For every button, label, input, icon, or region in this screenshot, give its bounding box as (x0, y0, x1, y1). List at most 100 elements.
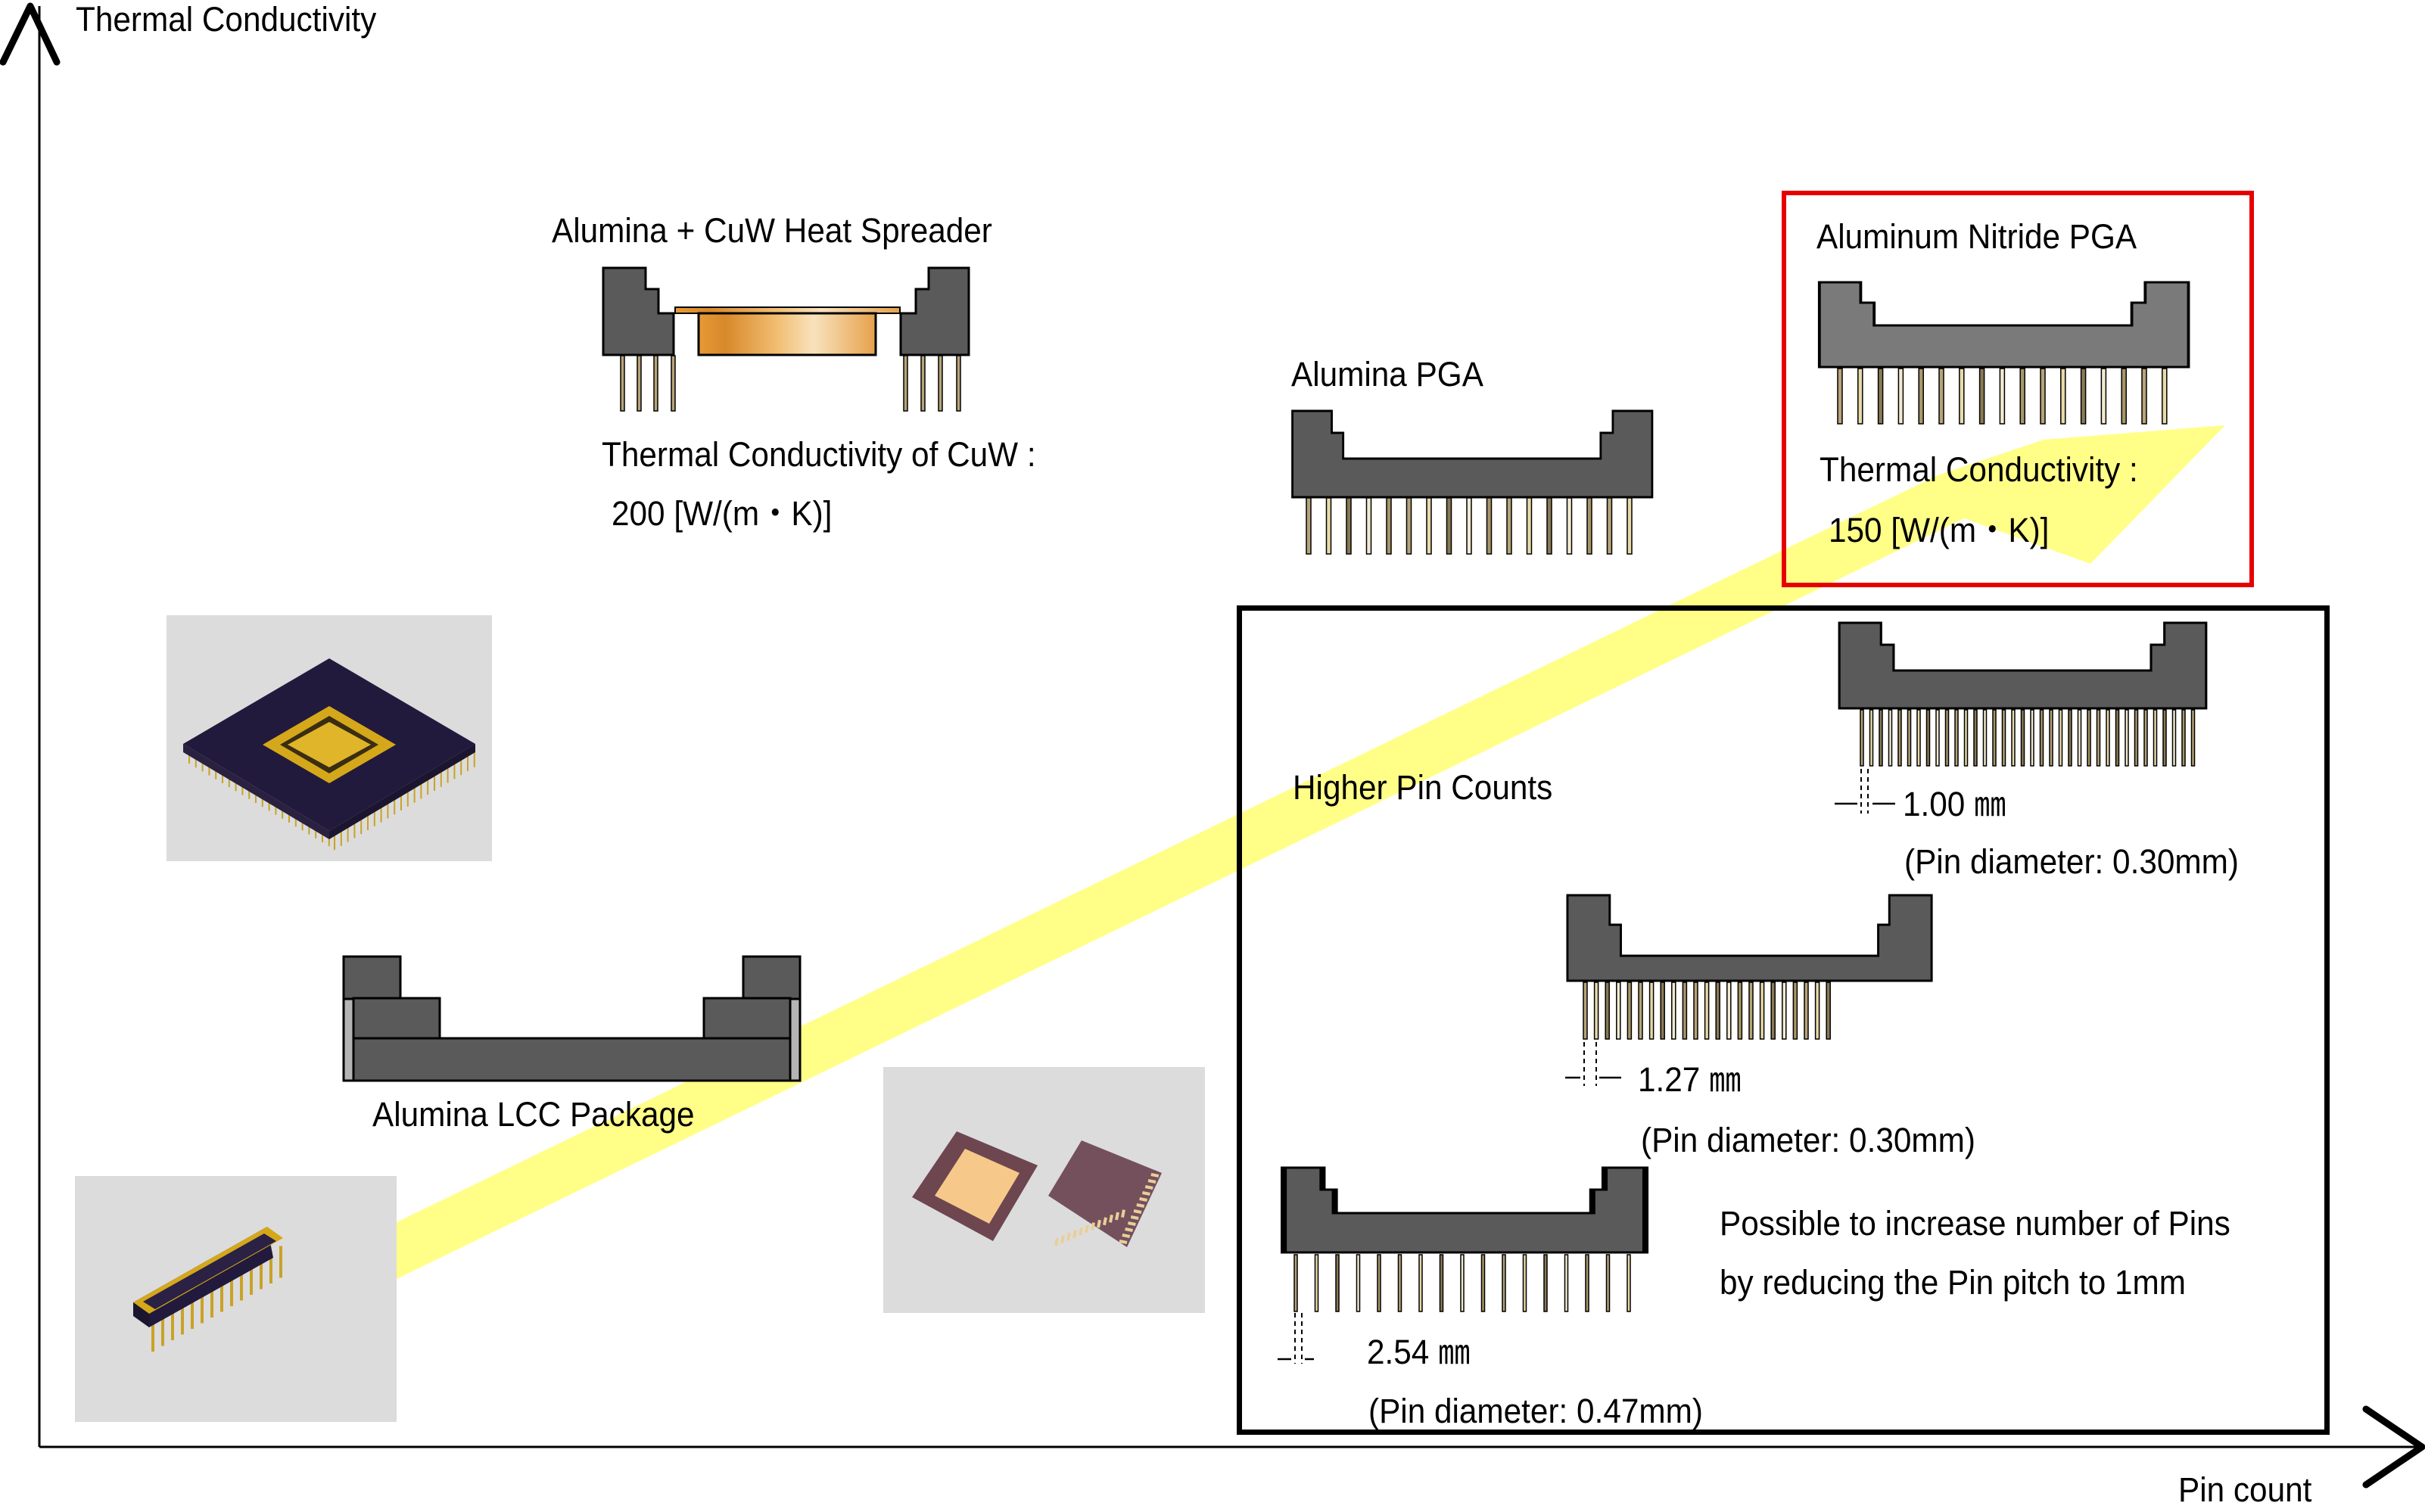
y-axis-label: Thermal Conductivity (76, 0, 377, 39)
pin (1606, 497, 1613, 555)
pin (1522, 1254, 1527, 1312)
pin (2141, 368, 2147, 425)
pin (2040, 368, 2046, 425)
pin (1897, 709, 1902, 767)
pin (1837, 368, 1843, 425)
pin (1660, 982, 1665, 1040)
pin (1869, 709, 1874, 767)
lcc-package-drawing (342, 955, 802, 1082)
cuw-conductivity-label: Thermal Conductivity of CuW : (602, 435, 1036, 474)
pga-1-27mm-drawing (1565, 894, 1933, 1086)
pin (2181, 709, 2186, 767)
pin (1770, 982, 1776, 1040)
alumina-pga-pins (1306, 497, 1633, 555)
dip-photo (75, 1176, 397, 1422)
pga-photo (167, 615, 492, 861)
pin (2115, 709, 2120, 767)
pin (1782, 982, 1787, 1040)
pin (1935, 709, 1940, 767)
pin (1605, 982, 1610, 1040)
pin (1682, 982, 1688, 1040)
pin (1877, 368, 1884, 425)
pin (1586, 497, 1592, 555)
pin (1627, 982, 1633, 1040)
pin (2153, 709, 2158, 767)
pin (1918, 368, 1924, 425)
pin (2096, 709, 2101, 767)
cuw-conductivity-value: 200 [W/(m・K)] (612, 494, 833, 533)
pin (1978, 368, 1985, 425)
alumina-pga-drawing (1291, 409, 1654, 555)
pin (1999, 368, 2006, 425)
pin (1627, 497, 1633, 555)
pin (1916, 709, 1921, 767)
pin (2121, 368, 2127, 425)
pin (1879, 709, 1883, 767)
pin-diameter-1-00mm: (Pin diameter: 0.30mm) (1904, 842, 2239, 881)
pin (1605, 1254, 1611, 1312)
pin-diameter-1-27mm: (Pin diameter: 0.30mm) (1641, 1121, 1975, 1159)
pin (1804, 982, 1809, 1040)
pin-diameter-2-54mm: (Pin diameter: 0.47mm) (1368, 1392, 1703, 1430)
pin (2049, 709, 2053, 767)
pin (1446, 497, 1452, 555)
pin (1925, 709, 1931, 767)
pin (1826, 982, 1831, 1040)
higher-pin-counts-box (1237, 605, 2330, 1435)
pga-1-00mm-drawing (1835, 621, 2208, 814)
pin (2162, 709, 2167, 767)
pin (2080, 368, 2087, 425)
pin (1982, 709, 1988, 767)
pin (1963, 709, 1969, 767)
pin (1466, 497, 1472, 555)
pin (1671, 982, 1676, 1040)
pin (1907, 709, 1912, 767)
pins-1-27mm (1583, 982, 1831, 1040)
aln-conductivity-label: Thermal Conductivity : (1820, 450, 2138, 489)
pin (1693, 982, 1698, 1040)
pin (2190, 709, 2196, 767)
pin (1506, 497, 1512, 555)
aln-conductivity-value: 150 [W/(m・K)] (1829, 511, 2050, 549)
pin (2171, 709, 2177, 767)
pin (1460, 1254, 1465, 1312)
pin (1346, 497, 1352, 555)
y-axis-arrowhead-icon (0, 2, 61, 66)
pin (1397, 1254, 1402, 1312)
pitch-label-1-27mm: 1.27 ㎜ (1638, 1060, 1742, 1099)
pin (2106, 709, 2110, 767)
pin (1335, 1254, 1340, 1312)
pin (1959, 368, 1965, 425)
pin (2001, 709, 2006, 767)
lcc-package-title: Alumina LCC Package (372, 1095, 695, 1134)
pin (1992, 709, 1997, 767)
pin (2068, 709, 2072, 767)
pin (2125, 709, 2129, 767)
cuw-body-left (602, 266, 675, 356)
pitch-label-2-54mm: 2.54 ㎜ (1367, 1333, 1471, 1371)
pin (2134, 709, 2139, 767)
pin (1564, 1254, 1569, 1312)
pin (2087, 709, 2091, 767)
pin (1546, 497, 1552, 555)
pin (1748, 982, 1754, 1040)
pin (1593, 982, 1599, 1040)
pin (2077, 709, 2082, 767)
pin (1502, 1254, 1506, 1312)
pin (1365, 497, 1372, 555)
aln-pga-body (1817, 281, 2190, 369)
pin (1406, 497, 1412, 555)
pin (1418, 1254, 1423, 1312)
pin (2020, 709, 2025, 767)
pin (1938, 368, 1944, 425)
pin (1566, 497, 1573, 555)
aln-pga-title: Aluminum Nitride PGA (1816, 217, 2137, 256)
aln-pga-drawing (1817, 281, 2190, 425)
pin (1888, 709, 1893, 767)
pin (2058, 709, 2063, 767)
pin (1897, 368, 1904, 425)
pin (2030, 709, 2034, 767)
pin-pitch-note-line1: Possible to increase number of Pins (1720, 1204, 2230, 1243)
pin (1293, 1254, 1298, 1312)
